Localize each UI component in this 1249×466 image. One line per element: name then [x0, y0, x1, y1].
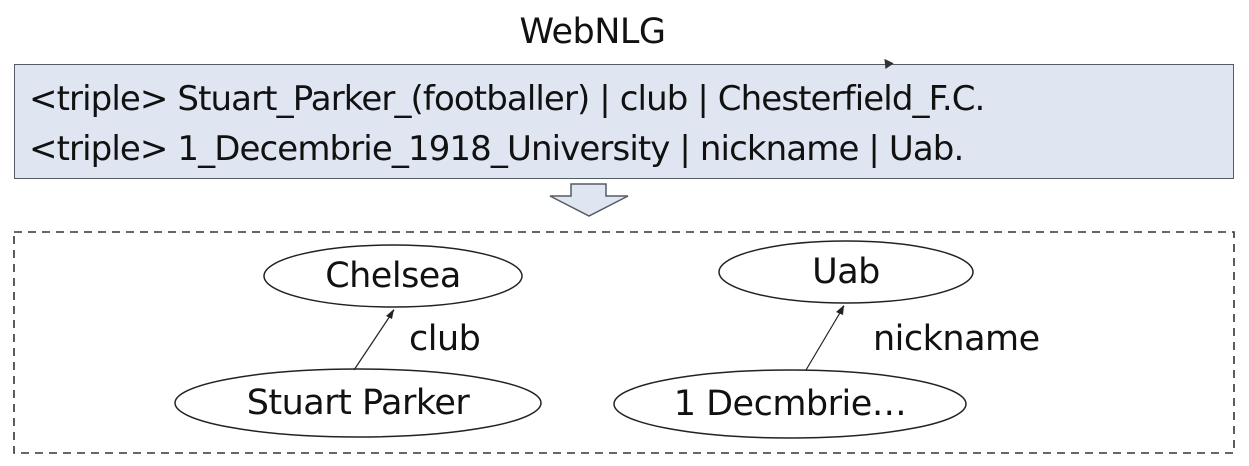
graph-2-subject-node	[613, 369, 967, 439]
graph-1-subject-node	[174, 368, 542, 438]
graph-2-subject-label: 1 Decmbrie…	[673, 384, 907, 424]
graph-1-subject-label: Stuart Parker	[246, 383, 470, 423]
graph-1-relation-label: club	[409, 319, 481, 359]
graph-2-edge-arrowhead	[836, 305, 844, 315]
graph-2-object-node	[718, 240, 974, 304]
graph-1-edge-arrowhead	[386, 309, 394, 319]
graph-1-object-label: Chelsea	[325, 256, 461, 296]
down-arrow-icon	[549, 183, 629, 217]
triple-line-1: <triple> Stuart_Parker_(footballer) | cl…	[29, 79, 985, 119]
graph-1-object-node	[263, 244, 523, 308]
graph-2-object-label: Uab	[812, 252, 880, 292]
graph-2-edge	[805, 305, 845, 371]
graph-1-edge	[353, 309, 395, 371]
graph-container	[13, 231, 1235, 454]
graph-2-relation-label: nickname	[873, 319, 1040, 359]
triple-line-2: <triple> 1_Decembrie_1918_University | n…	[29, 129, 964, 169]
diagram-title: WebNLG	[519, 12, 666, 52]
triples-box: <triple> Stuart_Parker_(footballer) | cl…	[14, 64, 1234, 179]
